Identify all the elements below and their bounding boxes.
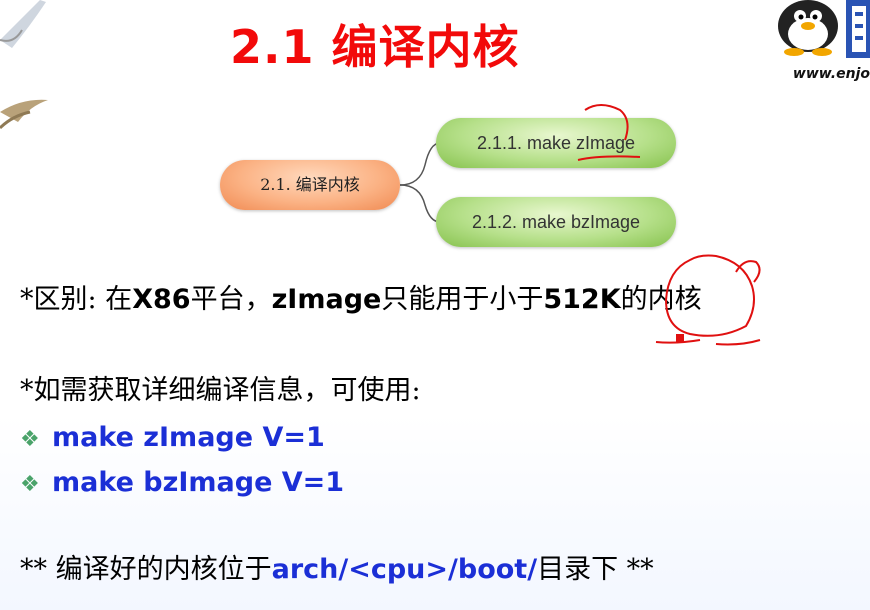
platform-x86: X86 — [132, 284, 191, 315]
slide-title: 2.1 编译内核 — [230, 20, 520, 74]
diamond-bullet-icon: ❖ — [20, 472, 40, 497]
output-path: arch/<cpu>/boot/ — [271, 554, 538, 585]
annotation-circle — [655, 254, 761, 346]
mindmap-connector — [399, 142, 441, 223]
mindmap-child-bzimage: 2.1.2. make bzImage — [436, 197, 676, 247]
output-prefix: ** 编译好的内核位于 — [20, 554, 272, 585]
book-icon — [846, 0, 870, 58]
annotation-underline — [577, 104, 641, 161]
difference-line: *区别: 在X86平台，zImage只能用于小于512K的内核 — [20, 282, 702, 318]
seagull-icon — [0, 99, 48, 130]
command-text: make zImage V=1 — [52, 422, 325, 453]
penguin-icon — [778, 0, 838, 56]
difference-mid: 平台， — [190, 284, 272, 315]
zimage-term: zImage — [271, 284, 382, 315]
seagull-icon — [0, 0, 46, 48]
mindmap-child-zimage: 2.1.1. make zImage — [436, 118, 676, 168]
output-location-line: ** 编译好的内核位于arch/<cpu>/boot/目录下 ** — [20, 552, 654, 588]
logo-url: www.enjo — [792, 66, 870, 82]
command-text: make bzImage V=1 — [52, 467, 345, 498]
difference-suffix: 的内核 — [620, 284, 702, 315]
difference-prefix: *区别: 在 — [20, 284, 133, 315]
size-limit: 512K — [543, 284, 621, 315]
output-suffix: 目录下 ** — [537, 554, 654, 585]
command-item: ❖ make bzImage V=1 — [20, 465, 344, 503]
difference-mid2: 只能用于小于 — [381, 284, 544, 315]
diamond-bullet-icon: ❖ — [20, 427, 40, 452]
verbose-hint-line: *如需获取详细编译信息，可使用: — [20, 375, 421, 406]
mindmap-root: 2.1. 编译内核 — [220, 160, 400, 210]
command-item: ❖ make zImage V=1 — [20, 420, 325, 458]
